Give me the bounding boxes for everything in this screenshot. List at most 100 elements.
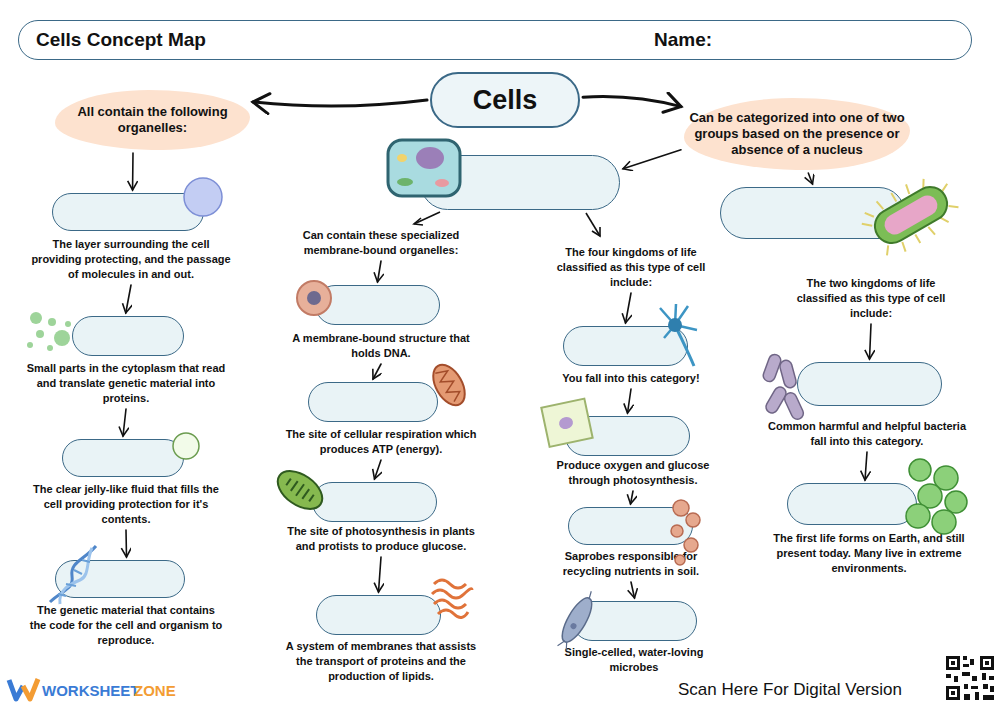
box-caption: Small parts in the cytoplasm that read a… [21,361,231,406]
qr-code [970,659,974,665]
chloroplast-icon [285,476,316,504]
concept-box: Common harmful and helpful bacteria fall… [797,362,942,406]
qr-code [946,656,960,670]
archaea-icon [909,459,931,481]
qr-code [951,691,955,695]
brand-wordmark: WORKSHEET [42,682,140,700]
brand-wordmark: ZONE [134,682,176,700]
eukaryote-icon [397,178,413,186]
ribosome-dots [54,330,70,346]
qr-code [982,673,986,680]
qr-caption: Scan Here For Digital Version [678,680,902,700]
connector-arrow [378,261,382,282]
connector-arrow [628,389,632,413]
mitochondria-icon [435,367,462,402]
concept-box: The layer surrounding the cell providing… [52,193,204,231]
connector-arrow [865,452,867,480]
archaea-icon [934,466,958,490]
leader-arrows [586,213,600,236]
concept-box: The first life forms on Earth, and still… [787,483,917,525]
qr-code [985,661,989,665]
connector-arrow [379,557,382,592]
ribosome-dots [65,321,71,327]
name-field-label: Name: [654,29,712,51]
box-text: Can be categorized into one of two group… [684,98,910,170]
qr-code [954,676,958,682]
qr-code [962,672,970,676]
qr-code [963,664,969,667]
concept-box: You fall into this category! [563,326,688,366]
eukaryote-icon [397,154,407,162]
ribosome-dots [48,318,56,326]
brand-logo [9,679,38,699]
box-caption: The site of cellular respiration which p… [281,427,481,457]
qr-code [964,694,970,700]
connector-arrow [623,150,681,169]
box-caption: Common harmful and helpful bacteria fall… [765,419,969,449]
archaea-icon [932,510,956,534]
concept-box: The site of cellular respiration which p… [308,382,438,422]
qr-code [946,674,951,678]
connector-arrow [375,460,382,479]
ribosome-dots [47,345,53,351]
qr-code [964,684,968,689]
connector-arrow [123,409,126,436]
box-caption: The layer surrounding the cell providing… [29,237,233,282]
qr-code [951,661,955,665]
er-icon [438,610,468,618]
concept-box: The two kingdoms of life classified as t… [720,187,905,239]
connector-arrow [373,364,381,379]
concept-box: The site of photosynthesis in plants and… [312,482,437,522]
qr-code [989,676,994,680]
box-caption: A system of membranes that assists the t… [281,639,481,684]
concept-box: Can contain these specialized membrane-b… [420,155,620,210]
qr-code [983,695,994,700]
box-caption: Saprobes responsible for recycling nutri… [544,549,718,579]
ribosome-dots [27,312,71,351]
concept-box: A system of membranes that assists the t… [316,595,441,635]
box-caption: The first life forms on Earth, and still… [769,531,969,576]
highlight-blob: Can be categorized into one of two group… [684,98,910,170]
qr-code [971,686,978,689]
box-text: Cells [432,74,578,126]
connector-arrow [631,491,634,504]
er-icon [432,589,472,598]
connector-arrow [626,293,632,323]
concept-box: The genetic material that contains the c… [55,560,185,598]
qr-code [949,659,957,667]
connector-arrow [126,285,131,313]
bacteria-icon [762,353,783,383]
leader-arrows [414,212,440,224]
qr-code [975,692,979,700]
bacteria-icon [779,359,798,389]
concept-box: The clear jelly-like fluid that fills th… [62,439,184,477]
brand-logo [9,680,23,699]
connector-arrow [253,100,427,106]
highlight-blob: All contain the following organelles: [55,90,250,150]
box-caption: The clear jelly-like fluid that fills th… [31,482,221,527]
qr-code [990,686,994,692]
connector-arrow [631,582,635,598]
leader-arrows [592,227,600,236]
connector-arrow [132,153,134,190]
box-caption: Can contain these specialized membrane-b… [286,228,476,258]
connector-arrow [125,530,127,557]
bacteria-icon [764,385,788,415]
box-text: All contain the following organelles: [55,90,250,150]
connector-arrow [583,97,681,107]
box-caption: Single-celled, water-loving microbes [539,645,729,675]
box-caption: The site of photosynthesis in plants and… [286,524,476,554]
ribosome-dots [27,342,33,348]
qr-code [949,689,957,697]
qr-code [946,656,994,700]
archaea-icon [918,484,942,508]
brand-logo [23,679,38,699]
concept-box: Single-celled, water-loving microbes [572,601,697,641]
qr-code [972,676,977,681]
concept-box: Small parts in the cytoplasm that read a… [72,316,184,356]
box-caption: A membrane-bound structure that holds DN… [284,331,478,361]
connector-arrow [870,324,872,359]
er-icon [434,580,466,588]
box-caption: You fall into this category! [539,371,723,386]
